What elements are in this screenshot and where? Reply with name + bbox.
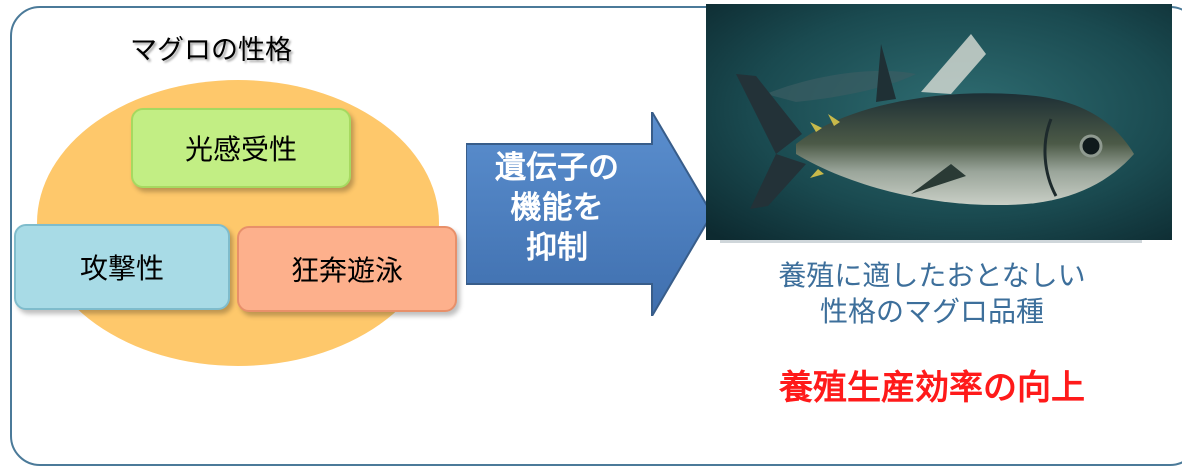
trait-rampant-swimming: 狂奔遊泳 (237, 226, 457, 312)
breed-caption: 養殖に適したおとなしい 性格のマグロ品種 (778, 259, 1086, 328)
photo-baseline (720, 240, 1142, 243)
trait-light-sensitivity: 光感受性 (131, 108, 351, 188)
tuna-character-title: マグロの性格 (130, 35, 292, 66)
trait-aggressiveness: 攻撃性 (14, 224, 230, 310)
arrow-label: 遺伝子の 機能を 抑制 (495, 150, 619, 266)
trait-light-sensitivity-label: 光感受性 (184, 133, 297, 166)
trait-rampant-swimming-label: 狂奔遊泳 (290, 254, 403, 287)
production-efficiency-result: 養殖生産効率の向上 (779, 368, 1085, 408)
tuna-tail (736, 74, 806, 209)
suppress-arrow (466, 112, 712, 316)
arrow-shape (466, 112, 712, 316)
trait-aggressiveness-label: 攻撃性 (79, 252, 164, 285)
tuna-photo (706, 4, 1172, 240)
